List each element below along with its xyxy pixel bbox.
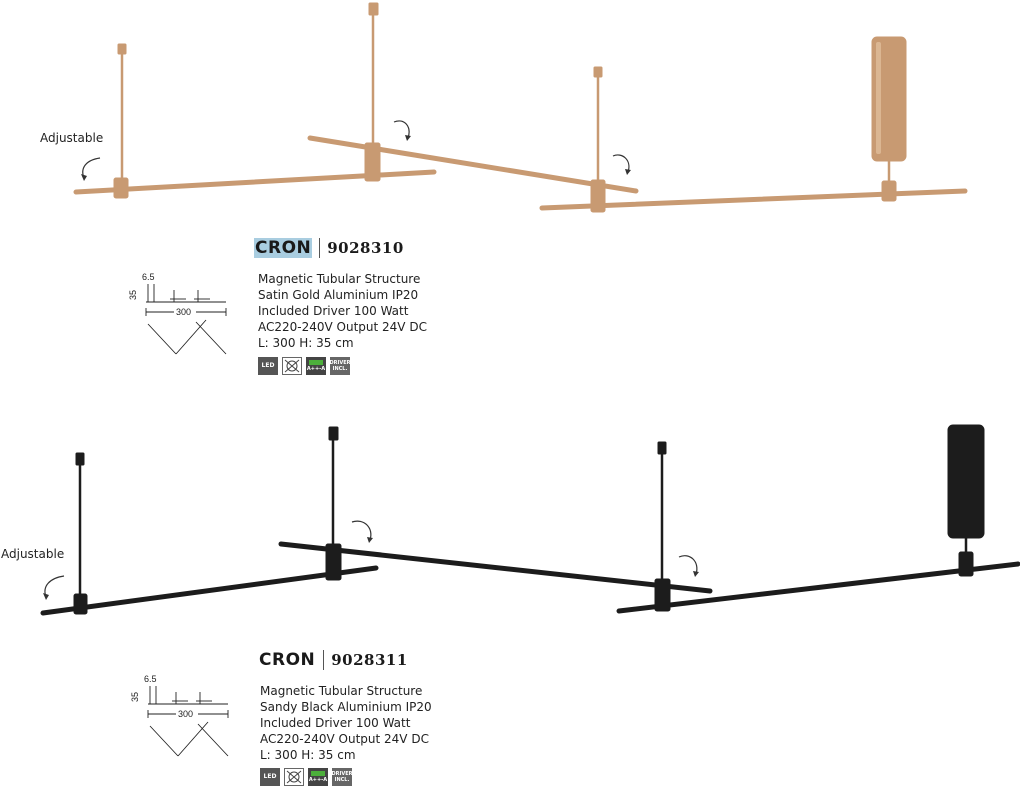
spec-list: Magnetic Tubular Structure Sandy Black A… xyxy=(260,683,432,763)
spec-line: Sandy Black Aluminium IP20 xyxy=(260,700,432,714)
product-code: 9028311 xyxy=(331,651,408,669)
no-irradiation-icon xyxy=(284,768,304,786)
spec-line: Included Driver 100 Watt xyxy=(258,304,409,318)
height-dimension: 35 xyxy=(128,290,138,300)
spec-line: Magnetic Tubular Structure xyxy=(258,272,421,286)
product-code: 9028310 xyxy=(327,239,404,257)
energy-label-badge: A++-A xyxy=(306,357,326,375)
spec-line: L: 300 H: 35 cm xyxy=(260,748,356,762)
driver-text: DRIVER xyxy=(331,771,353,777)
spec-line: L: 300 H: 35 cm xyxy=(258,336,354,350)
length-dimension: 300 xyxy=(176,307,191,317)
depth-dimension: 6.5 xyxy=(144,674,157,684)
spec-list: Magnetic Tubular Structure Satin Gold Al… xyxy=(258,271,427,351)
included-text: INCL. xyxy=(332,366,348,372)
energy-class: A++-A xyxy=(306,366,326,372)
driver-text: DRIVER xyxy=(329,360,351,366)
height-dimension: 35 xyxy=(130,692,140,702)
led-badge: LED xyxy=(258,357,278,375)
spec-line: Satin Gold Aluminium IP20 xyxy=(258,288,419,302)
no-irradiation-icon xyxy=(282,357,302,375)
gold-lamp-illustration xyxy=(73,2,968,213)
spec-line: Magnetic Tubular Structure xyxy=(260,684,423,698)
product-name: CRON xyxy=(259,650,316,670)
product-title: CRON 9028311 xyxy=(258,650,408,670)
product-title: CRON 9028310 xyxy=(254,238,404,258)
included-text: INCL. xyxy=(334,777,350,783)
dimension-diagram: 6.5 35 300 xyxy=(128,272,227,355)
black-lamp-illustration xyxy=(40,424,1020,616)
dimension-diagram: 6.5 35 300 xyxy=(130,674,229,757)
badge-row: LED A++-A DRIVER INCL. xyxy=(260,768,353,786)
energy-label-badge: A++-A xyxy=(308,768,328,786)
energy-bar xyxy=(311,771,325,776)
driver-included-badge: DRIVER INCL. xyxy=(329,357,351,375)
title-divider xyxy=(323,650,325,670)
adjustable-label: Adjustable xyxy=(1,547,65,561)
length-dimension: 300 xyxy=(178,709,193,719)
badge-row: LED A++-A DRIVER INCL. xyxy=(258,357,351,375)
title-divider xyxy=(319,238,321,258)
energy-bar xyxy=(309,360,323,365)
spec-line: Included Driver 100 Watt xyxy=(260,716,411,730)
depth-dimension: 6.5 xyxy=(142,272,155,282)
driver-included-badge: DRIVER INCL. xyxy=(331,768,353,786)
spec-line: AC220-240V Output 24V DC xyxy=(258,320,427,334)
adjustable-label: Adjustable xyxy=(40,131,104,145)
led-badge: LED xyxy=(260,768,280,786)
spec-line: AC220-240V Output 24V DC xyxy=(260,732,429,746)
energy-class: A++-A xyxy=(308,777,328,783)
product-name: CRON xyxy=(254,238,313,258)
